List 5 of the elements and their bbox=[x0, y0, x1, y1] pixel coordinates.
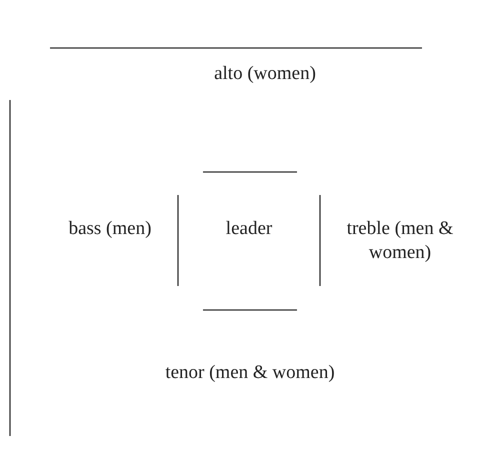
voice-label: bass (men) bbox=[68, 217, 152, 241]
voice-label: treble (men & women) bbox=[346, 217, 454, 265]
voice-label: tenor (men & women) bbox=[165, 361, 335, 385]
voice-label: leader bbox=[226, 217, 272, 241]
voice-label: alto (women) bbox=[214, 62, 316, 86]
